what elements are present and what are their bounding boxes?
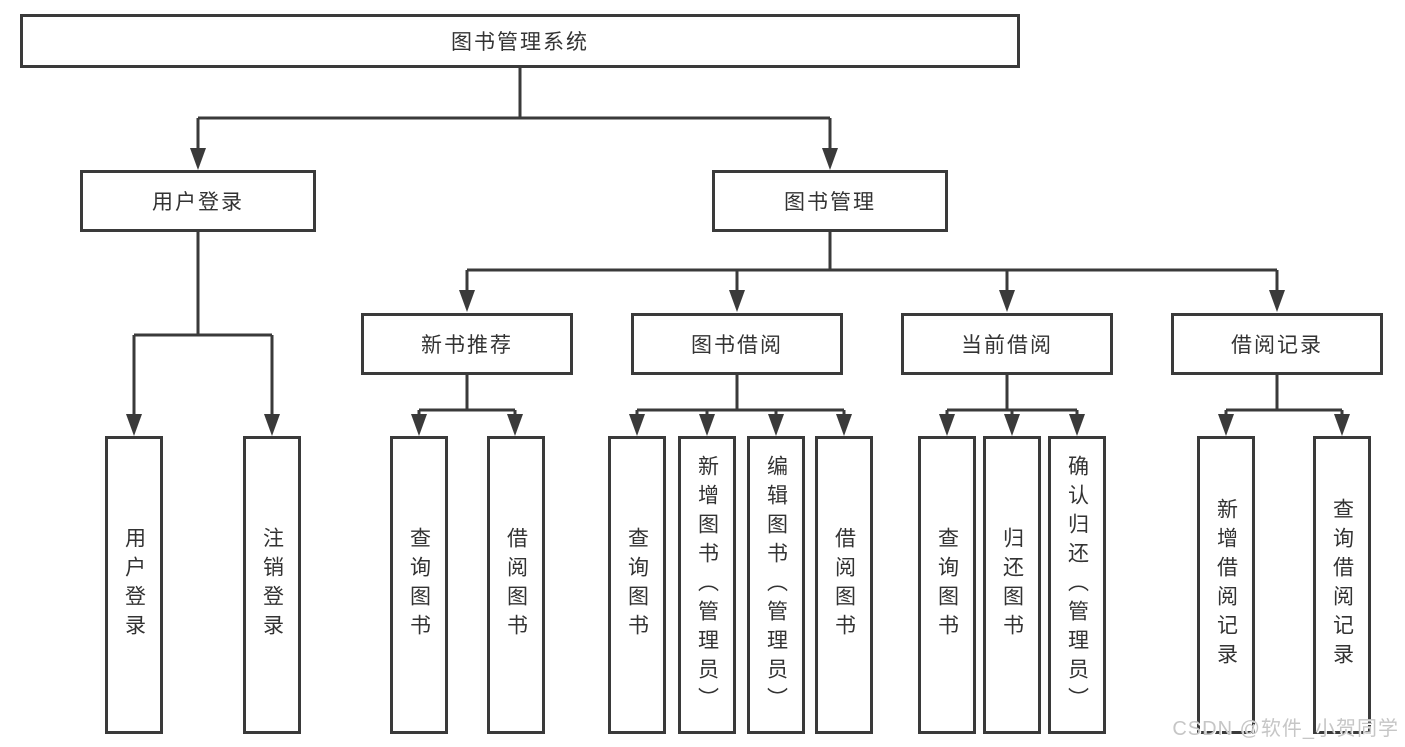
leaf-user-login: 用户登录 [105, 436, 163, 734]
arrowhead-leaf-query-record [1334, 414, 1350, 436]
node-book-management: 图书管理 [712, 170, 948, 232]
leaf-label: 查询图书 [407, 527, 431, 643]
arrowhead-leaf-add-books [699, 414, 715, 436]
node-label: 图书管理系统 [451, 31, 589, 54]
connector-current-borrowing-branch [945, 374, 1079, 416]
node-label: 图书借阅 [691, 334, 783, 357]
node-new-book-recommendation: 新书推荐 [361, 313, 573, 375]
leaf-borrow-books-recommend: 借阅图书 [487, 436, 545, 734]
node-user-login: 用户登录 [80, 170, 316, 232]
node-book-borrowing: 图书借阅 [631, 313, 843, 375]
node-label: 借阅记录 [1231, 334, 1323, 357]
arrowhead-leaf-borrow-books-1 [507, 414, 523, 436]
leaf-query-books-current: 查询图书 [918, 436, 976, 734]
csdn-watermark: CSDN @软件_小贺同学 [1172, 718, 1399, 740]
leaf-label: 新增借阅记录 [1214, 498, 1238, 672]
leaf-label: 用户登录 [122, 527, 146, 643]
arrowhead-new-book-recommendation [459, 290, 475, 312]
connector-new-book-branch [417, 374, 517, 416]
arrowhead-book-management [822, 148, 838, 170]
arrowhead-book-borrowing [729, 290, 745, 312]
arrowhead-leaf-query-books-1 [411, 414, 427, 436]
connector-root-to-level2 [196, 67, 832, 150]
node-label: 新书推荐 [421, 334, 513, 357]
node-borrowing-records: 借阅记录 [1171, 313, 1383, 375]
arrowhead-current-borrowing [999, 290, 1015, 312]
arrowhead-borrowing-records [1269, 290, 1285, 312]
leaf-query-books-borrowing: 查询图书 [608, 436, 666, 734]
leaf-borrow-books-borrowing: 借阅图书 [815, 436, 873, 734]
leaf-add-borrow-record: 新增借阅记录 [1197, 436, 1255, 734]
arrowhead-leaf-query-books-3 [939, 414, 955, 436]
connector-book-management-branch [465, 231, 1279, 292]
node-label: 当前借阅 [961, 334, 1053, 357]
arrowhead-leaf-borrow-books-2 [836, 414, 852, 436]
leaf-label: 注销登录 [260, 527, 284, 643]
node-label: 图书管理 [784, 191, 876, 214]
leaf-label: 查询图书 [625, 527, 649, 643]
leaf-edit-books-admin: 编辑图书（管理员） [747, 436, 805, 734]
leaf-label: 借阅图书 [504, 527, 528, 643]
arrowhead-leaf-return-books [1004, 414, 1020, 436]
leaf-return-books: 归还图书 [983, 436, 1041, 734]
arrowhead-user-login [190, 148, 206, 170]
node-label: 用户登录 [152, 191, 244, 214]
leaf-label: 归还图书 [1000, 527, 1024, 643]
leaf-logout: 注销登录 [243, 436, 301, 734]
leaf-query-borrow-record: 查询借阅记录 [1313, 436, 1371, 734]
leaf-confirm-return-admin: 确认归还（管理员） [1048, 436, 1106, 734]
leaf-label: 编辑图书（管理员） [764, 454, 788, 716]
node-current-borrowing: 当前借阅 [901, 313, 1113, 375]
leaf-query-books-recommend: 查询图书 [390, 436, 448, 734]
leaf-add-books-admin: 新增图书（管理员） [678, 436, 736, 734]
connector-user-login-branch [132, 231, 274, 416]
arrowhead-leaf-logout [264, 414, 280, 436]
connector-borrowing-records-branch [1224, 374, 1344, 416]
node-library-management-system: 图书管理系统 [20, 14, 1020, 68]
arrowhead-leaf-confirm-return [1069, 414, 1085, 436]
connector-book-borrowing-branch [635, 374, 846, 416]
leaf-label: 查询图书 [935, 527, 959, 643]
arrowhead-leaf-query-books-2 [629, 414, 645, 436]
leaf-label: 确认归还（管理员） [1065, 454, 1089, 716]
arrowhead-leaf-user-login [126, 414, 142, 436]
arrowhead-leaf-edit-books [768, 414, 784, 436]
arrowhead-leaf-add-record [1218, 414, 1234, 436]
leaf-label: 查询借阅记录 [1330, 498, 1354, 672]
leaf-label: 借阅图书 [832, 527, 856, 643]
leaf-label: 新增图书（管理员） [695, 454, 719, 716]
